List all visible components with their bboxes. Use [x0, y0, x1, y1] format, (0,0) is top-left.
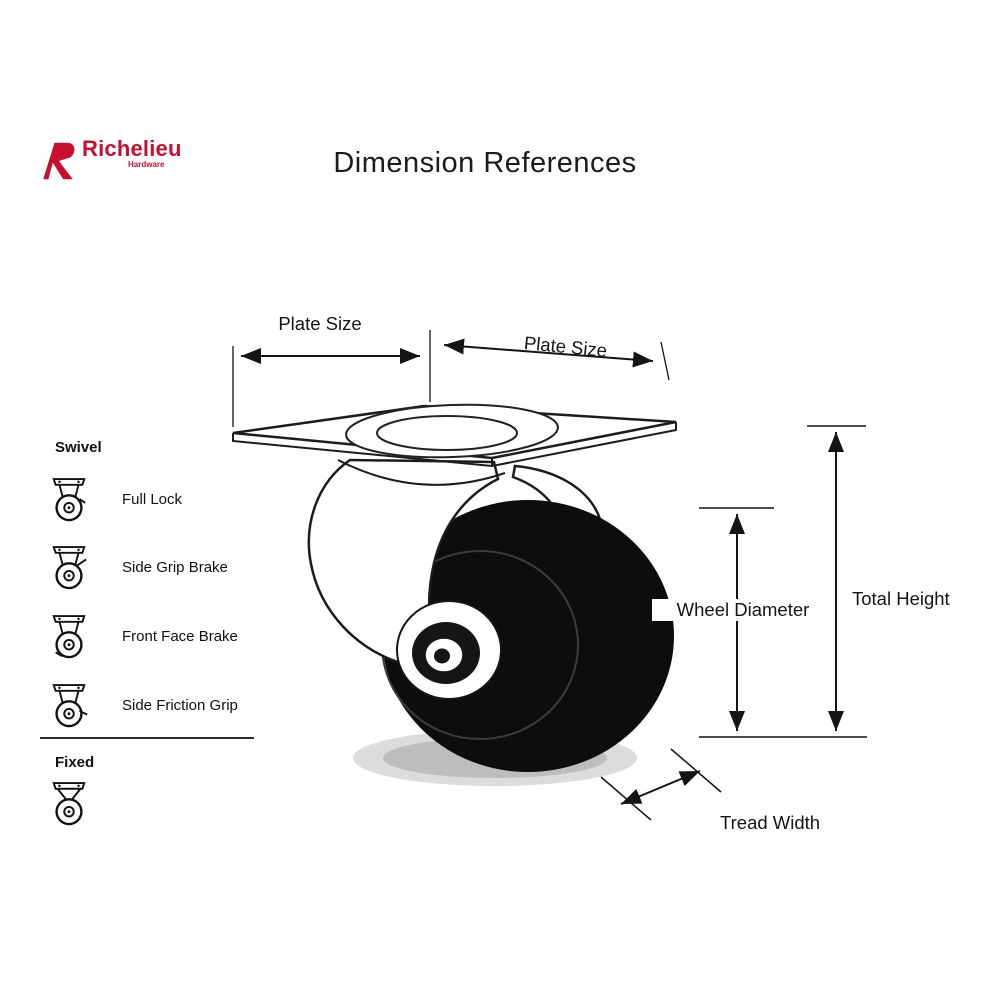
wheel-hub [396, 600, 502, 700]
richelieu-r-mark-icon [43, 142, 75, 180]
legend-item-label: Side Grip Brake [122, 559, 228, 576]
caster-full-lock-icon [52, 478, 86, 522]
mounting-plate [232, 403, 677, 468]
wheel-diameter-label: Wheel Diameter [652, 599, 834, 621]
legend-item-label: Full Lock [122, 491, 183, 508]
plate-size-left-label: Plate Size [278, 313, 362, 334]
legend-divider [40, 737, 254, 739]
caster-side-friction-grip-icon [52, 684, 88, 728]
tread-width-label: Tread Width [720, 812, 821, 833]
caster-fixed-icon [52, 782, 86, 826]
swivel-collar [337, 459, 506, 486]
fixed-section-header: Fixed [55, 754, 95, 771]
richelieu-logo: Richelieu Hardware [38, 138, 182, 184]
logo-tagline-text: Hardware [128, 160, 165, 169]
legend-item-label: Front Face Brake [122, 628, 238, 645]
legend-item-label: Side Friction Grip [122, 697, 238, 714]
page-title: Dimension References [333, 147, 637, 179]
total-height-label: Total Height [852, 588, 950, 609]
logo-brand-text: Richelieu [82, 136, 182, 161]
caster-front-face-brake-icon [52, 615, 86, 659]
caster-side-grip-brake-icon [52, 546, 87, 590]
swivel-section-header: Swivel [55, 439, 102, 456]
dimension-lines [232, 330, 867, 821]
